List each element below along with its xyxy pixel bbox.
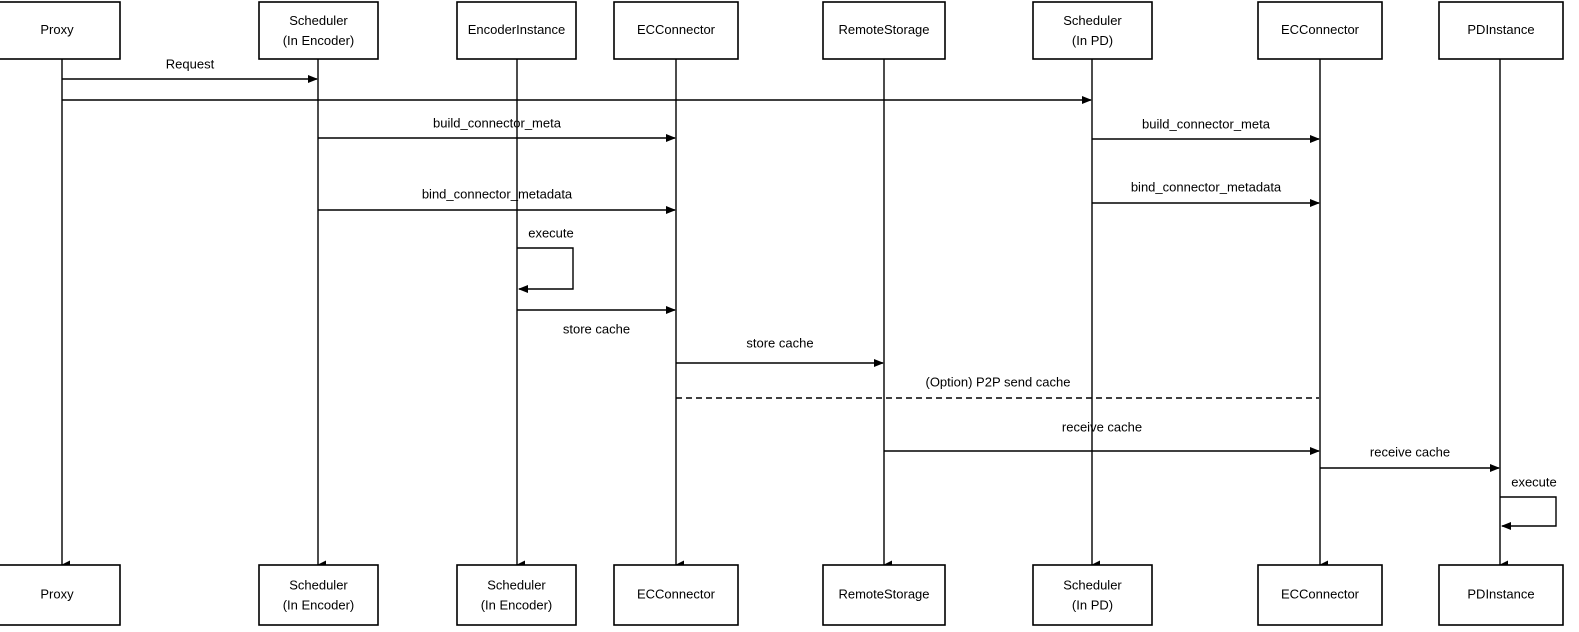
participant-box[interactable] (1438, 564, 1564, 626)
participant-label: Scheduler (1063, 577, 1122, 592)
message-label-m4: build_connector_meta (1142, 116, 1271, 131)
participant-label-line2: (In PD) (1072, 597, 1113, 612)
participant-box[interactable] (0, 1, 121, 60)
self-message-s1: execute (517, 225, 574, 293)
participant-foot-sched_pd[interactable]: Scheduler (In PD) (1032, 564, 1153, 626)
message-label-m5: bind_connector_metadata (422, 186, 573, 201)
participant-box[interactable] (456, 564, 577, 626)
participant-label: EncoderInstance (468, 22, 566, 37)
participant-box[interactable] (258, 1, 379, 60)
participant-foot-encoder_inst[interactable]: Scheduler (In Encoder) (456, 564, 577, 626)
self-message-path-s2 (1500, 496, 1557, 530)
participant-head-sched_pd[interactable]: Scheduler (In PD) (1032, 1, 1153, 60)
participant-foot-remote[interactable]: RemoteStorage (822, 564, 946, 626)
message-m10: receive cache (884, 419, 1320, 455)
participant-label: Scheduler (487, 577, 546, 592)
participant-box[interactable] (822, 1, 946, 60)
participant-label: Scheduler (289, 13, 348, 28)
participant-head-ecconn_enc[interactable]: ECConnector (613, 1, 739, 60)
participant-label: ECConnector (637, 22, 716, 37)
self-message-label-s1: execute (528, 225, 574, 240)
participant-box[interactable] (1257, 564, 1383, 626)
participant-box[interactable] (1032, 1, 1153, 60)
message-label-m6: bind_connector_metadata (1131, 179, 1282, 194)
message-m4: build_connector_meta (1092, 116, 1320, 143)
participant-foot-proxy[interactable]: Proxy (0, 564, 121, 626)
participant-foot-ecconn_enc[interactable]: ECConnector (613, 564, 739, 626)
participant-label-line2: (In Encoder) (283, 33, 355, 48)
participant-box[interactable] (1438, 1, 1564, 60)
message-label-m3: build_connector_meta (433, 115, 562, 130)
participant-label: Proxy (40, 586, 74, 601)
self-message-s2: execute (1500, 474, 1557, 530)
bottom-participant-boxes: Proxy Scheduler (In Encoder) Scheduler (In E… (0, 564, 1564, 626)
participant-label-line2: (In PD) (1072, 33, 1113, 48)
participant-foot-sched_enc[interactable]: Scheduler (In Encoder) (258, 564, 379, 626)
participant-label: Scheduler (289, 577, 348, 592)
participant-box[interactable] (1032, 564, 1153, 626)
participant-head-encoder_inst[interactable]: EncoderInstance (456, 1, 577, 60)
participant-box[interactable] (613, 564, 739, 626)
message-m3: build_connector_meta (318, 115, 676, 142)
participant-label: PDInstance (1467, 586, 1534, 601)
participant-head-ecconn_pd[interactable]: ECConnector (1257, 1, 1383, 60)
message-m1: Request (62, 56, 318, 83)
self-message-label-s2: execute (1511, 474, 1557, 489)
participant-box[interactable] (822, 564, 946, 626)
messages-group: Request build_connector_meta build_connect… (62, 56, 1500, 472)
message-m6: bind_connector_metadata (1092, 179, 1320, 207)
participant-box[interactable] (456, 1, 577, 60)
participant-label: RemoteStorage (838, 586, 929, 601)
participant-box[interactable] (258, 564, 379, 626)
participant-label: Scheduler (1063, 13, 1122, 28)
message-m9: (Option) P2P send cache (676, 374, 1319, 399)
message-label-m8: store cache (746, 335, 813, 350)
participant-head-sched_enc[interactable]: Scheduler (In Encoder) (258, 1, 379, 60)
participant-foot-ecconn_pd[interactable]: ECConnector (1257, 564, 1383, 626)
message-m11: receive cache (1320, 444, 1500, 472)
participant-label-line2: (In Encoder) (283, 597, 355, 612)
message-m8: store cache (676, 335, 884, 367)
message-label-m11: receive cache (1370, 444, 1450, 459)
participant-label: ECConnector (637, 586, 716, 601)
message-m7: store cache (517, 306, 676, 336)
lifelines-group (61, 59, 1508, 570)
participant-label: Proxy (40, 22, 74, 37)
participant-label-line2: (In Encoder) (481, 597, 553, 612)
message-label-m10: receive cache (1062, 419, 1142, 434)
participant-box[interactable] (0, 564, 121, 626)
participant-head-proxy[interactable]: Proxy (0, 1, 121, 60)
participant-head-remote[interactable]: RemoteStorage (822, 1, 946, 60)
message-label-m9: (Option) P2P send cache (925, 374, 1070, 389)
participant-box[interactable] (613, 1, 739, 60)
participant-label: ECConnector (1281, 586, 1360, 601)
participant-label: PDInstance (1467, 22, 1534, 37)
participant-label: RemoteStorage (838, 22, 929, 37)
message-label-m1: Request (166, 56, 215, 71)
message-m5: bind_connector_metadata (318, 186, 676, 214)
self-message-path-s1 (517, 247, 574, 293)
participant-box[interactable] (1257, 1, 1383, 60)
participant-foot-pd_inst[interactable]: PDInstance (1438, 564, 1564, 626)
message-label-m7: store cache (563, 321, 630, 336)
participant-head-pd_inst[interactable]: PDInstance (1438, 1, 1564, 60)
participant-label: ECConnector (1281, 22, 1360, 37)
top-participant-boxes: Proxy Scheduler (In Encoder) EncoderInstanc… (0, 1, 1564, 60)
self-messages-group: execute execute (517, 225, 1557, 530)
